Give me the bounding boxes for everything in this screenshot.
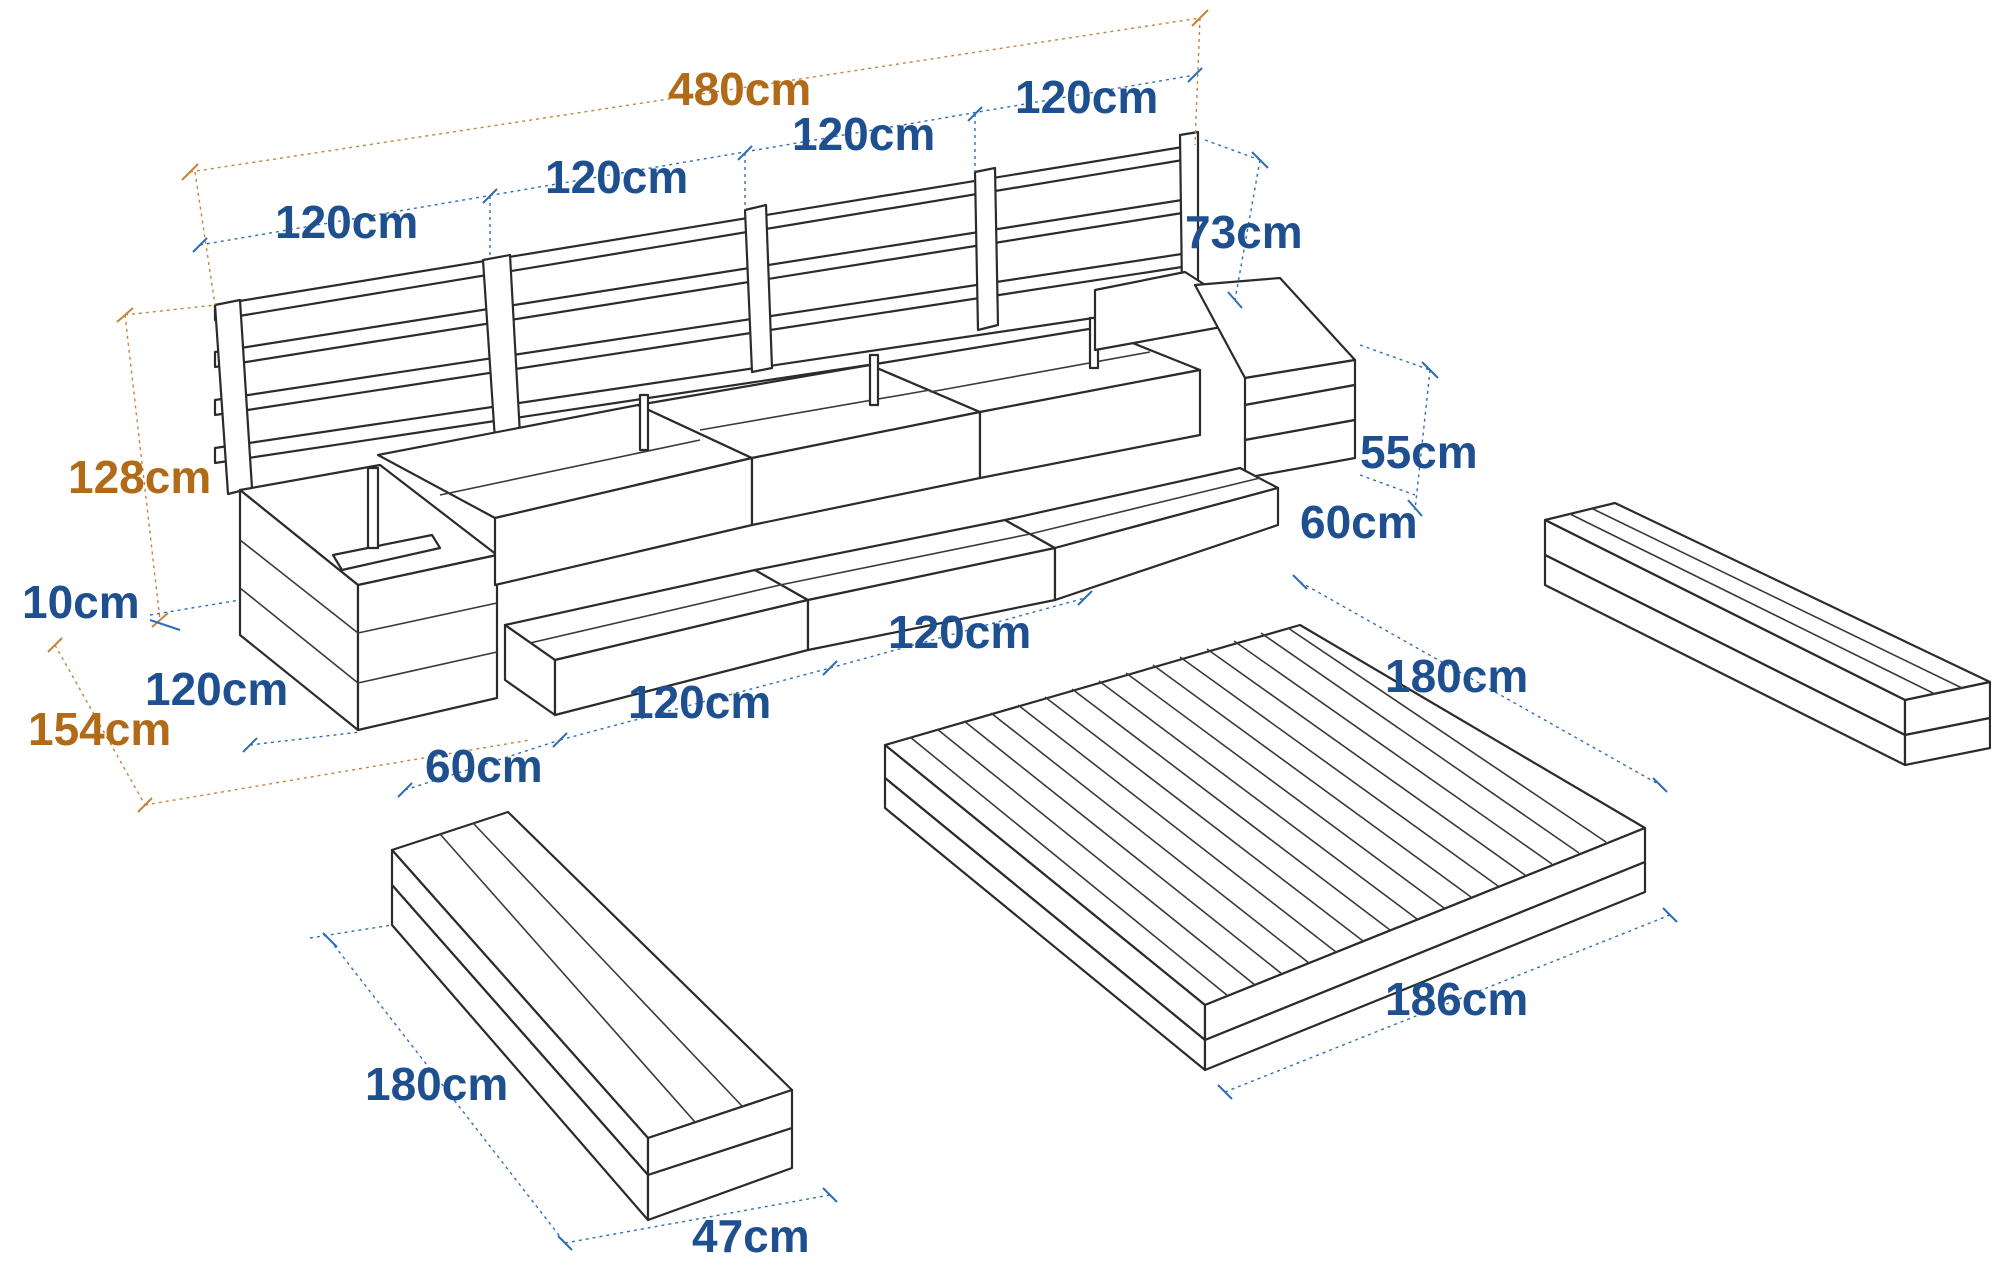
label-front-step-length-1: 120cm [628,676,771,728]
label-platform-length: 186cm [1385,973,1528,1025]
slatted-platform [883,623,1647,1072]
label-bench-width: 47cm [692,1210,810,1262]
label-back-section-3: 120cm [792,108,935,160]
label-total-length: 480cm [668,63,811,115]
label-left-module-length: 120cm [145,663,288,715]
dimension-labels: 480cm 120cm 120cm 120cm 120cm 73cm 128cm… [22,63,1528,1262]
label-seat-depth: 60cm [1300,496,1418,548]
label-backrest-height: 73cm [1185,206,1303,258]
label-back-section-4: 120cm [1015,71,1158,123]
label-total-depth: 154cm [28,703,171,755]
label-platform-depth: 180cm [1385,650,1528,702]
main-sofa-assembly [213,130,1357,732]
label-bench-length: 180cm [365,1058,508,1110]
middle-seat-modules [376,270,1262,587]
label-front-step-length-2: 120cm [888,606,1031,658]
label-back-section-2: 120cm [545,151,688,203]
label-base-gap: 10cm [22,576,140,628]
bottom-bench [390,810,794,1222]
platform-slats [909,627,1607,997]
label-back-section-1: 120cm [275,196,418,248]
label-total-height: 128cm [68,451,211,503]
label-left-module-depth: 60cm [425,740,543,792]
dimension-lines [47,9,1678,1251]
label-seat-height: 55cm [1360,426,1478,478]
front-step-modules [503,466,1280,717]
right-bench-top [1543,501,1991,767]
left-corner-module [238,463,499,732]
right-end-module [1193,276,1357,480]
backrest-frame [213,130,1200,496]
